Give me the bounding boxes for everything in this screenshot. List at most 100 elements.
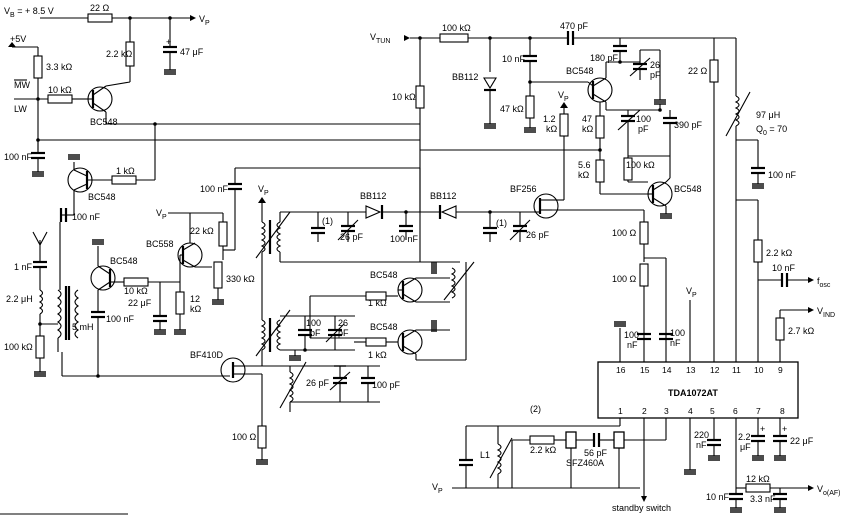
note-1b: (1)	[496, 218, 507, 228]
label-3n3f: 3.3 nF	[750, 494, 776, 504]
resistor-22k-b	[218, 221, 228, 247]
label-100nf-a: 100 nF	[4, 152, 33, 162]
label-470pf: 470 pF	[560, 21, 589, 31]
resistor-5k6	[595, 159, 605, 183]
label-2u2f: 2.2	[738, 432, 751, 442]
label-1nf: 1 nF	[14, 262, 33, 272]
label-100pf-b: 100	[306, 318, 321, 328]
label-100nf-g2: nF	[627, 340, 638, 350]
label-22ohm-b: 22 Ω	[688, 66, 708, 76]
label-100ohm-c: 100 Ω	[232, 432, 257, 442]
label-2k2-top: 2.2 kΩ	[106, 49, 133, 59]
resistor-22ohm-top	[87, 13, 113, 23]
resistor-100-b	[639, 263, 649, 287]
label-bc548-d: BC548	[566, 66, 594, 76]
transformer-primary	[57, 289, 62, 339]
label-10nf-b: 10 nF	[772, 263, 796, 273]
transistor-bc548-ant	[90, 265, 116, 291]
label-3k3: 3.3 kΩ	[46, 62, 73, 72]
ic-tda1072at	[597, 361, 799, 419]
ic-bottom-pins: 1 2 3 4 5 6 7 8	[618, 406, 785, 416]
label-100nf-h: 100	[670, 328, 685, 338]
label-bb112-b: BB112	[360, 191, 386, 201]
label-47uf: 47 μF	[180, 47, 204, 57]
note-1a: (1)	[322, 216, 333, 226]
label-bc548-b: BC548	[88, 192, 116, 202]
label-5k6-a: 5.6	[578, 160, 591, 170]
label-100pf-a2: pF	[638, 124, 649, 134]
vb-label: VB = + 8.5 V	[4, 6, 54, 19]
label-100ohm-a: 100 Ω	[612, 228, 637, 238]
vind-label: VIND	[817, 306, 835, 319]
vp-label-mid: VP	[258, 184, 269, 197]
varicap-bb112-b	[365, 205, 382, 219]
transistor-bf410d	[220, 357, 246, 383]
resistor-10k-tun	[415, 85, 425, 109]
transistor-bc548-mix2	[397, 329, 423, 355]
ceramic-filter-b	[613, 431, 625, 449]
inductor-2u2	[38, 289, 44, 315]
resistor-1k-c	[365, 337, 387, 347]
label-97uh: 97 μH	[756, 110, 780, 120]
varicap-bb112-c	[440, 205, 457, 219]
lw-label: LW	[14, 104, 27, 114]
vp-label-bottom: VP	[432, 482, 443, 495]
label-100pf-a: 100	[636, 114, 651, 124]
label-26pf-e: 26 pF	[306, 378, 330, 388]
ic-pin-6: 6	[733, 406, 738, 416]
resistor-330k	[213, 261, 223, 289]
ic-pin-2: 2	[642, 406, 647, 416]
fosc-label: fosc	[817, 276, 831, 289]
label-26pf-b: 26 pF	[340, 232, 364, 242]
label-100nf-e: 100 nF	[106, 314, 135, 324]
ic-pin-1: 1	[618, 406, 623, 416]
vp-label-osc: VP	[558, 90, 569, 103]
transistor-bf256	[533, 193, 559, 219]
label-47k-b-a: 47	[582, 114, 592, 124]
label-100nf-f: 100 nF	[390, 234, 419, 244]
label-2u2f2: μF	[740, 442, 751, 452]
label-bc558: BC558	[146, 239, 174, 249]
label-bc548-a: BC548	[90, 117, 118, 127]
inductor-lower	[288, 371, 294, 403]
label-bc548-g: BC548	[370, 322, 398, 332]
vp-label-top: VP	[199, 14, 210, 27]
ic-pin-11: 11	[732, 365, 741, 375]
ceramic-filter-a	[565, 431, 577, 449]
resistor-47k-b	[595, 115, 605, 139]
label-sfz460a: SFZ460A	[566, 458, 604, 468]
vtun-label: VTUN	[370, 32, 390, 45]
label-bf410d: BF410D	[190, 350, 224, 360]
resistor-1k-a	[111, 175, 137, 185]
label-2k2-d: 2.2 kΩ	[530, 445, 557, 455]
resistor-10k-mw	[47, 94, 73, 104]
ic-pin-16: 16	[616, 365, 626, 375]
label-bb112-a: BB112	[452, 72, 478, 82]
label-2k7: 2.7 kΩ	[788, 326, 815, 336]
resistor-22ohm-b	[709, 59, 719, 83]
label-5mh: 5 mH	[72, 322, 94, 332]
resistor-2k7	[775, 317, 785, 341]
label-bc548-f: BC548	[370, 270, 398, 280]
vp-label-ic: VP	[686, 286, 697, 299]
label-100k-tun: 100 kΩ	[442, 23, 471, 33]
label-12k-a: 12	[190, 294, 200, 304]
ic-pin-13: 13	[686, 365, 696, 375]
label-1k2-b: kΩ	[546, 124, 558, 134]
ic-pin-8: 8	[780, 406, 785, 416]
label-180pf: 180 pF	[590, 53, 619, 63]
resistor-12k	[175, 291, 185, 315]
label-100k-ant: 100 kΩ	[4, 342, 33, 352]
label-1k-c: 1 kΩ	[368, 350, 387, 360]
ic-pin-9: 9	[778, 365, 783, 375]
plus5v-label: +5V	[10, 34, 26, 44]
ic-name: TDA1072AT	[668, 388, 718, 398]
svg-text:+: +	[782, 424, 787, 434]
label-100k-b: 100 kΩ	[626, 160, 655, 170]
ic-pin-10: 10	[754, 365, 764, 375]
label-1k-a: 1 kΩ	[116, 166, 135, 176]
label-100pf-b2: pF	[310, 328, 321, 338]
label-22uf-c: 22 μF	[790, 436, 814, 446]
ic-top-pins: 16 15 14 13 12 11 10 9	[616, 365, 783, 375]
